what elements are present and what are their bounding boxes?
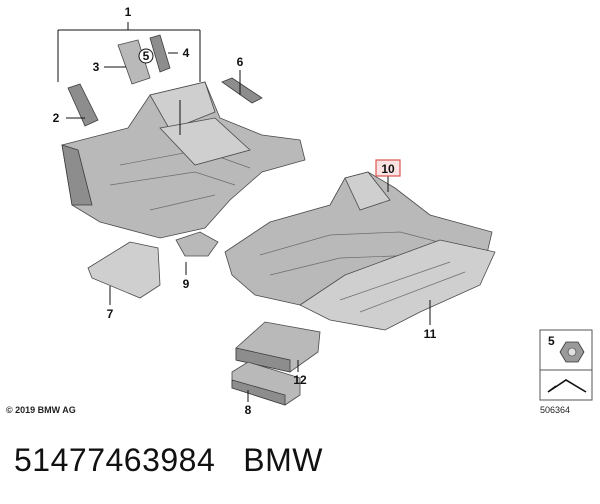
insulation-piece-3 (117, 39, 151, 85)
callout-11: 11 (424, 327, 437, 341)
brand-name: BMW (243, 442, 323, 478)
bracket-piece-9 (175, 231, 219, 257)
parts-diagram: 5 (53, 5, 593, 417)
legend-callout-5: 5 (548, 334, 555, 348)
underbody-panel-11 (299, 239, 496, 331)
mat-piece-7 (87, 241, 161, 299)
copyright-notice: © 2019 BMW AG (6, 405, 76, 415)
callout-5-inner: 5 (143, 49, 150, 63)
callout-1: 1 (125, 5, 132, 19)
insulation-piece-4 (149, 34, 171, 73)
footer-caption: 51477463984 BMW (14, 442, 323, 479)
callout-3: 3 (93, 60, 100, 74)
leader-lines (57, 22, 431, 402)
diagram-reference-number: 506364 (540, 405, 571, 415)
callout-7: 7 (107, 307, 114, 321)
part-number: 51477463984 (14, 442, 216, 478)
box-piece-8 (231, 361, 301, 406)
front-floor-covering (61, 81, 306, 239)
nut-icon (559, 341, 585, 363)
callout-9: 9 (183, 277, 190, 291)
insulation-strip-6 (221, 77, 263, 104)
callout-10-highlight: 10 (375, 159, 401, 177)
callout-circle-5: 5 (138, 48, 154, 64)
box-piece-12 (235, 321, 321, 373)
insulation-piece-2 (67, 83, 99, 127)
callout-6: 6 (237, 55, 244, 69)
callout-4: 4 (183, 46, 190, 60)
legend-box: 5 (539, 329, 593, 401)
callout-12: 12 (293, 373, 307, 387)
callout-10: 10 (381, 162, 395, 176)
arrow-icon (547, 379, 587, 393)
callout-8: 8 (245, 403, 252, 417)
callout-2: 2 (53, 111, 60, 125)
